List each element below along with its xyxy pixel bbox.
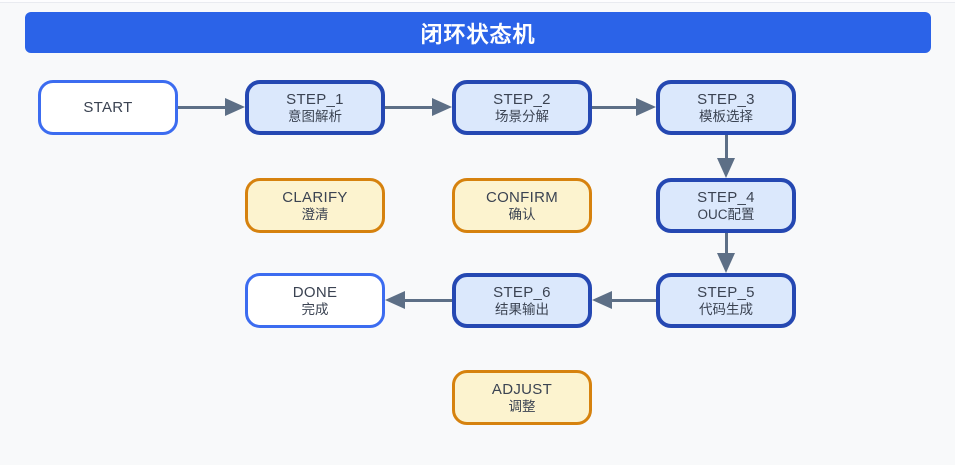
- node-clarify-label: CLARIFY: [282, 189, 348, 206]
- node-step4-label: STEP_4: [697, 189, 755, 206]
- edge-step2-step3-arrowhead-icon: [636, 98, 656, 116]
- edge-step5-step6-arrowhead-icon: [592, 291, 612, 309]
- node-step1: STEP_1 意图解析: [245, 80, 385, 135]
- node-confirm: CONFIRM 确认: [452, 178, 592, 233]
- node-step5-sublabel: 代码生成: [699, 302, 753, 317]
- node-step5: STEP_5 代码生成: [656, 273, 796, 328]
- node-step4: STEP_4 OUC配置: [656, 178, 796, 233]
- edge-step4-step5-arrow: [717, 233, 735, 273]
- edge-start-step1-arrow: [178, 98, 245, 116]
- node-clarify: CLARIFY 澄清: [245, 178, 385, 233]
- node-step2-sublabel: 场景分解: [495, 109, 549, 124]
- page-top-divider: [0, 0, 955, 3]
- edge-step3-step4-shaft: [724, 135, 728, 160]
- edge-step2-step3-shaft: [592, 105, 638, 109]
- node-adjust-sublabel: 调整: [508, 399, 536, 414]
- edge-start-step1-shaft: [178, 105, 227, 109]
- node-step2: STEP_2 场景分解: [452, 80, 592, 135]
- edge-step2-step3-arrow: [592, 98, 656, 116]
- node-step6-sublabel: 结果输出: [495, 302, 549, 317]
- node-step3-label: STEP_3: [697, 91, 755, 108]
- edge-step1-step2-arrow: [385, 98, 452, 116]
- node-step6-label: STEP_6: [493, 284, 551, 301]
- node-done-label: DONE: [292, 284, 338, 301]
- node-done: DONE 完成: [245, 273, 385, 328]
- edge-step6-done-arrow: [385, 291, 452, 309]
- node-start-label: START: [83, 98, 133, 116]
- node-step3-sublabel: 模板选择: [699, 109, 753, 124]
- edge-step6-done-arrowhead-icon: [385, 291, 405, 309]
- edge-step3-step4-arrow: [717, 135, 735, 178]
- node-done-sublabel: 完成: [301, 302, 329, 317]
- edge-step6-done-shaft: [403, 298, 452, 302]
- node-step1-sublabel: 意图解析: [288, 109, 342, 124]
- node-adjust-label: ADJUST: [491, 381, 553, 398]
- edge-start-step1-arrowhead-icon: [225, 98, 245, 116]
- diagram-title-bar: 闭环状态机: [25, 12, 931, 53]
- edge-step1-step2-shaft: [385, 105, 434, 109]
- node-start: START: [38, 80, 178, 135]
- node-step5-label: STEP_5: [697, 284, 755, 301]
- node-step2-label: STEP_2: [493, 91, 551, 108]
- node-step4-sublabel: OUC配置: [697, 207, 755, 222]
- edge-step4-step5-shaft: [724, 233, 728, 255]
- node-step6: STEP_6 结果输出: [452, 273, 592, 328]
- node-step3: STEP_3 模板选择: [656, 80, 796, 135]
- node-clarify-sublabel: 澄清: [301, 207, 329, 222]
- node-adjust: ADJUST 调整: [452, 370, 592, 425]
- edge-step3-step4-arrowhead-icon: [717, 158, 735, 178]
- edge-step5-step6-shaft: [610, 298, 656, 302]
- node-step1-label: STEP_1: [286, 91, 344, 108]
- node-confirm-sublabel: 确认: [508, 207, 536, 222]
- edge-step5-step6-arrow: [592, 291, 656, 309]
- edge-step4-step5-arrowhead-icon: [717, 253, 735, 273]
- edge-step1-step2-arrowhead-icon: [432, 98, 452, 116]
- diagram-title: 闭环状态机: [420, 21, 536, 47]
- node-confirm-label: CONFIRM: [485, 189, 559, 206]
